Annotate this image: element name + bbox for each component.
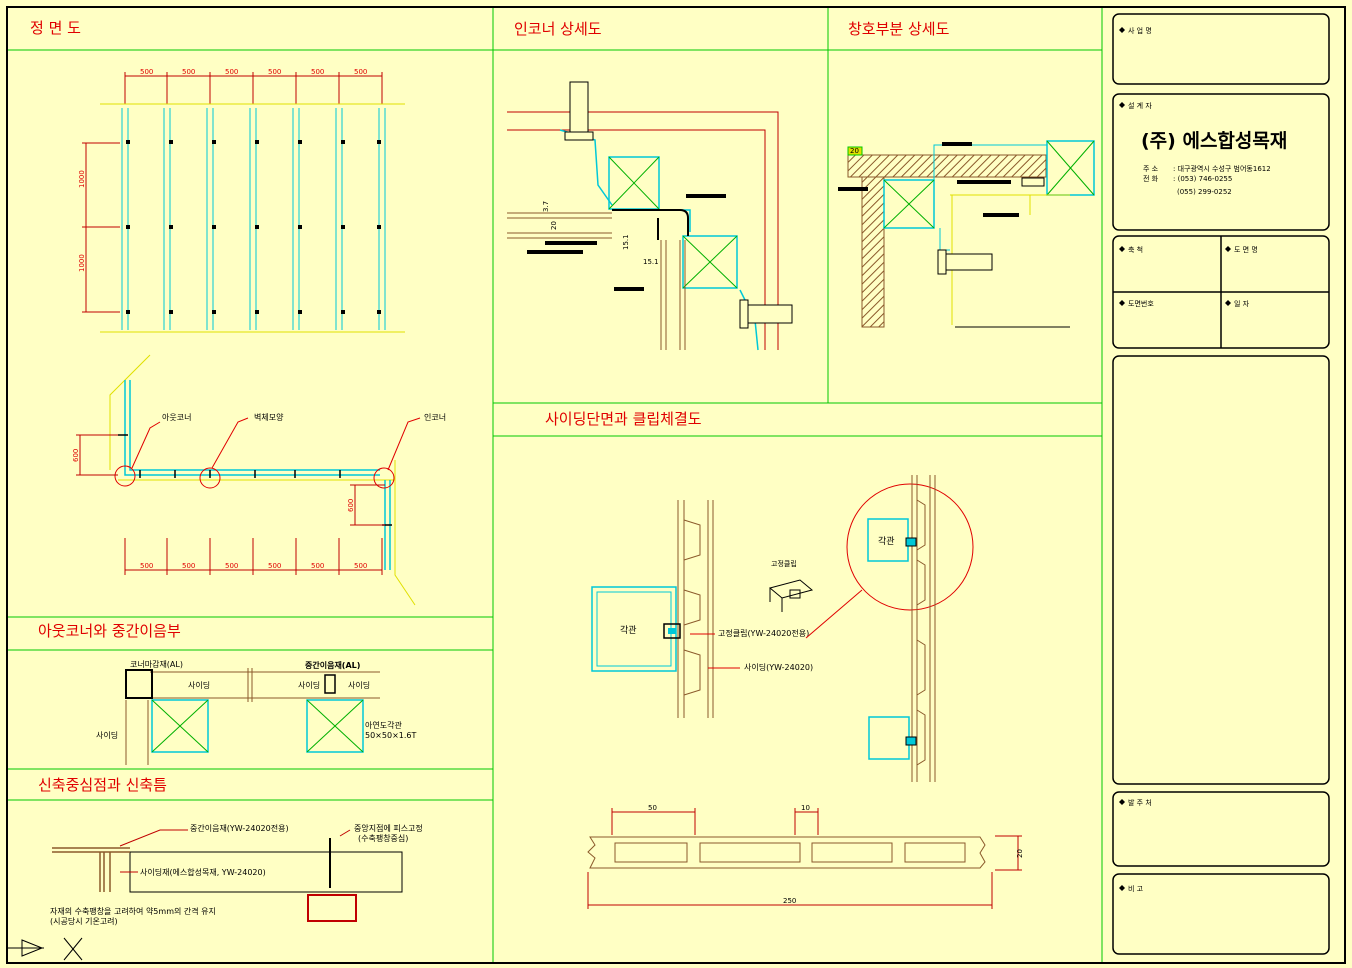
outcorner-detail: 코너마감재(AL) 중간이음재(AL) 사이딩 사이딩 사이딩 사이딩 아연도각… [96, 659, 416, 765]
inner-dim-b: 20 [550, 221, 558, 230]
tb-project-label: 사 업 명 [1128, 26, 1152, 35]
pipe-size-label: 50×50×1.6T [365, 731, 416, 740]
plan-bottom-dim-3: 500 [225, 562, 238, 570]
section-dim-50: 50 [648, 804, 657, 812]
front-view: 500 500 500 500 500 500 1000 1000 [78, 68, 405, 333]
siding-label-2: 사이딩 [298, 680, 320, 690]
plan-bottom-dim-6: 500 [354, 562, 367, 570]
siding-clip-detail: 각관 고정클립(YW-24020전용) 사이딩(YW-24020) 고정클립 각… [591, 475, 974, 782]
inner-dim-d: 15.1 [643, 258, 659, 266]
clip-3d-icon [768, 579, 814, 612]
tb-designer-label: 설 계 자 [1128, 101, 1152, 110]
tb-company-name: (주) 에스합성목재 [1141, 130, 1287, 152]
siding-section: 50 10 20 250 [587, 804, 1024, 909]
inner-dim-a: 3.7 [542, 201, 550, 212]
siding-label: 사이딩(YW-24020) [744, 662, 813, 672]
plan-bottom-dim-5: 500 [311, 562, 324, 570]
siding-label-4: 사이딩 [96, 730, 118, 740]
expansion-joint-label: 중간이음재(YW-24020전용) [190, 823, 289, 833]
siding-label-3: 사이딩 [348, 680, 370, 690]
tb-tel2: (055) 299-0252 [1177, 188, 1232, 196]
front-dim-6: 500 [354, 68, 367, 76]
tb-bullets [1119, 27, 1231, 891]
front-dim-1: 500 [140, 68, 153, 76]
panel-grid [8, 8, 1103, 962]
tb-tel-label: 전 화 [1143, 174, 1159, 183]
front-side-dim-1: 1000 [78, 170, 86, 188]
front-dim-3: 500 [225, 68, 238, 76]
inner-corner-detail: 3.7 20 15.1 15.1 [507, 81, 793, 351]
plan-bottom-dim-1: 500 [140, 562, 153, 570]
title-expansion: 신축중심점과 신축틈 [38, 776, 167, 794]
plan-bottom-dim-2: 500 [182, 562, 195, 570]
corner-fin-label: 코너마감재(AL) [130, 659, 183, 669]
title-siding-clip: 사이딩단면과 클립체결도 [545, 410, 702, 428]
plan-view: 아웃코너 벽체모양 인코너 600 600 500 500 500 500 50… [72, 354, 446, 606]
front-dim-4: 500 [268, 68, 281, 76]
front-dim-5: 500 [311, 68, 324, 76]
sheet-border [6, 6, 1346, 964]
expansion-screw-note: (수축팽창중심) [358, 833, 408, 843]
tb-scale-label: 축 척 [1128, 245, 1143, 254]
title-window-detail: 창호부분 상세도 [848, 20, 950, 38]
title-outcorner: 아웃코너와 중간이음부 [38, 622, 181, 640]
section-dim-250: 250 [783, 897, 796, 905]
plan-wall-label: 벽체모양 [254, 412, 284, 422]
ucs-icon [8, 937, 83, 961]
plan-right-dim: 600 [347, 499, 355, 512]
plan-out-corner-label: 아웃코너 [162, 412, 191, 422]
window-dim: 20 [850, 147, 859, 155]
circle-pipe-label: 각관 [878, 535, 895, 547]
section-dim-20: 20 [1016, 849, 1024, 858]
clip-square-pipe-label: 각관 [620, 624, 637, 636]
window-detail: 20 [838, 140, 1095, 328]
pipe-label: 아연도각관 [365, 720, 402, 730]
section-dim-10: 10 [801, 804, 810, 812]
siding-label-1: 사이딩 [188, 680, 210, 690]
title-block [1112, 13, 1330, 955]
front-side-dim-2: 1000 [78, 254, 86, 272]
tb-client-label: 발 주 처 [1128, 798, 1152, 807]
title-inner-corner: 인코너 상세도 [514, 20, 602, 38]
plan-left-dim: 600 [72, 449, 80, 462]
front-dim-2: 500 [182, 68, 195, 76]
tb-addr: : 대구광역시 수성구 범어동1612 [1173, 164, 1271, 173]
inner-dim-c: 15.1 [622, 234, 630, 250]
expansion-note-2: (시공당시 기온고려) [50, 916, 118, 926]
plan-bottom-dim-4: 500 [268, 562, 281, 570]
tb-drawing-name-label: 도 면 명 [1234, 245, 1258, 254]
clip-label: 고정클립(YW-24020전용) [718, 628, 809, 638]
tb-date-label: 일 자 [1234, 299, 1250, 308]
title-front-view: 정 면 도 [30, 19, 81, 37]
expansion-note-1: 자재의 수축팽창을 고려하여 약5mm의 간격 유지 [50, 906, 216, 916]
clip-title: 고정클립 [771, 559, 797, 568]
plan-in-corner-label: 인코너 [424, 412, 446, 422]
expansion-screw-label: 중앙지점에 피스고정 [354, 823, 423, 833]
expansion-detail: 중간이음재(YW-24020전용) 중앙지점에 피스고정 (수축팽창중심) 사이… [50, 823, 423, 926]
tb-addr-label: 주 소 [1143, 165, 1159, 173]
tb-drawing-no-label: 도면번호 [1128, 299, 1154, 308]
joint-label: 중간이음재(AL) [305, 660, 360, 670]
expansion-siding-label: 사이딩재(에스합성목재, YW-24020) [140, 867, 266, 877]
tb-tel1: : (053) 746-0255 [1173, 175, 1232, 183]
tb-remarks-label: 비 고 [1128, 884, 1144, 893]
